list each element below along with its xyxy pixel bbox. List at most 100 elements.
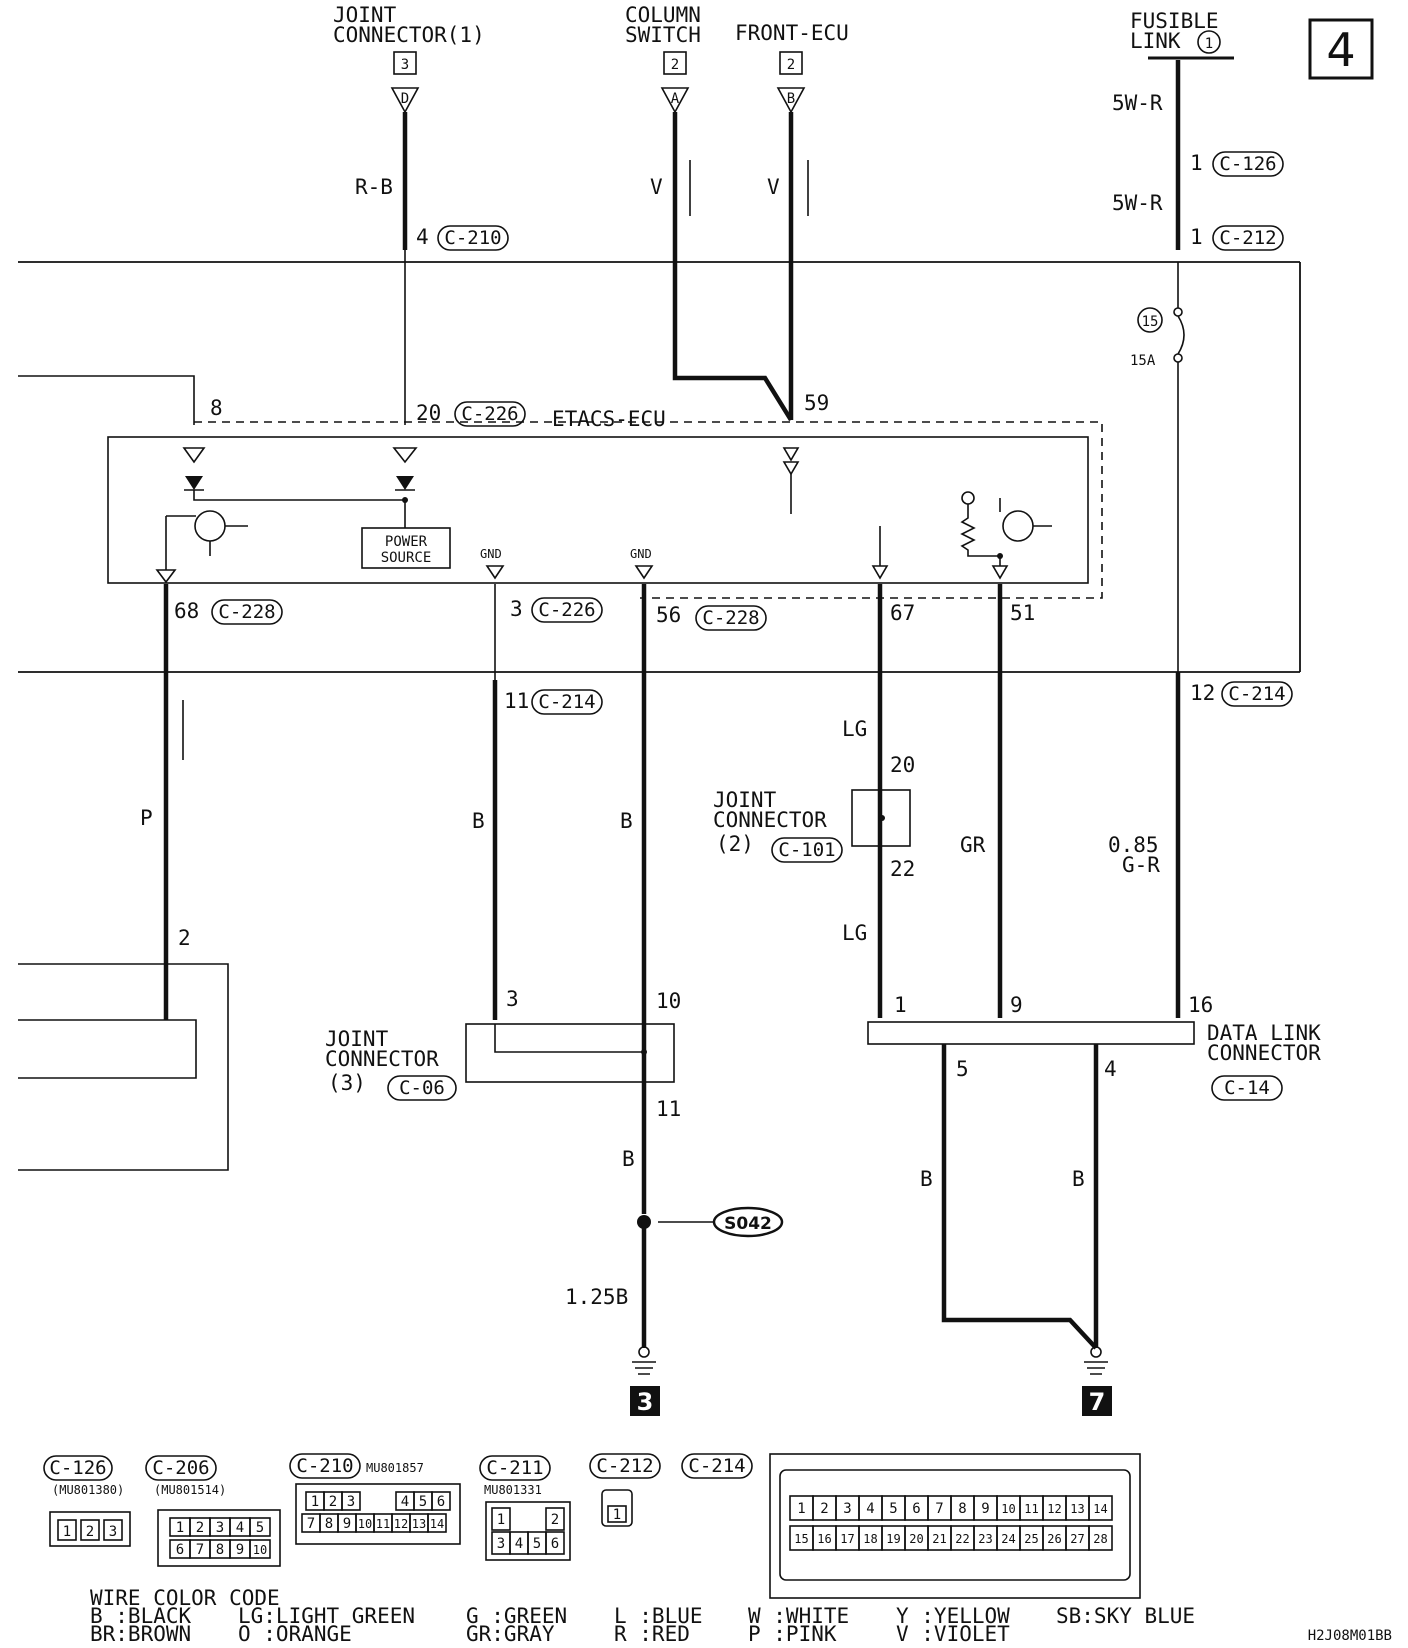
wire-color-code: WIRE COLOR CODE B :BLACK BR:BROWN LG:LIG… xyxy=(90,1586,1195,1646)
joint-connector-3-label-2: CONNECTOR xyxy=(325,1047,439,1071)
connector-c211-part: MU801331 xyxy=(484,1483,542,1497)
ref-c228-b: C-228 xyxy=(702,607,759,629)
connector-c206-label-box xyxy=(145,1455,217,1481)
connector-c214-pin-26: 26 xyxy=(1047,1532,1061,1546)
wire-color-l: L :BLUE xyxy=(614,1604,703,1628)
wire-label-gr: GR xyxy=(960,833,986,857)
pin-11-a: 11 xyxy=(504,689,529,713)
connector-c210-pin-4: 4 xyxy=(401,1494,409,1510)
ref-c126-box xyxy=(1212,151,1284,177)
wire-color-g: G :GREEN xyxy=(466,1604,567,1628)
joint-connector-2-label-2: CONNECTOR xyxy=(713,808,827,832)
wire-label-p: P xyxy=(140,806,153,830)
connector-c214-pin-1: 1 xyxy=(797,1501,805,1517)
pin-4: 4 xyxy=(416,225,429,249)
ecu-out-arrow-68 xyxy=(155,569,177,584)
ecu-arrow-59-b xyxy=(782,461,800,476)
fuse-rating: 15A xyxy=(1130,353,1156,369)
connector-c206-pin-10: 10 xyxy=(253,1543,267,1557)
connector-c210-cell-3 xyxy=(341,1491,361,1511)
connector-c212-body xyxy=(601,1489,633,1527)
joint-connector-1-label-1: JOINT xyxy=(333,3,397,27)
joint-connector-2-box xyxy=(851,789,911,847)
connector-c212-label: C-212 xyxy=(596,1455,653,1477)
ref-c212: C-212 xyxy=(1219,227,1276,249)
ground-7-label: 7 xyxy=(1089,1388,1106,1416)
pin-11-b: 11 xyxy=(656,1097,681,1121)
joint-connector-3-label-3: (3) xyxy=(328,1071,366,1095)
pin-20: 20 xyxy=(416,401,441,425)
connector-c214-pin-18: 18 xyxy=(863,1532,877,1546)
connector-c210-pin-6: 6 xyxy=(437,1494,445,1510)
connector-c211-cell-1 xyxy=(491,1507,511,1531)
connector-c214-pin-6: 6 xyxy=(912,1501,920,1517)
joint-connector-3-node xyxy=(641,1049,647,1055)
ground-7-node xyxy=(1090,1346,1102,1358)
joint-connector-1-box-num: 3 xyxy=(401,57,409,73)
connector-c206-pin-4: 4 xyxy=(236,1520,244,1536)
wire-color-br: BR:BROWN xyxy=(90,1622,191,1646)
ground-3-label: 3 xyxy=(637,1388,654,1416)
connector-c210-body xyxy=(295,1483,461,1545)
wire-b-dlc-5 xyxy=(941,1044,1098,1350)
wire-pin-8 xyxy=(18,375,195,425)
data-link-connector-label-2: CONNECTOR xyxy=(1207,1041,1321,1065)
ref-c228-b-box xyxy=(695,605,767,631)
connector-c211-label: C-211 xyxy=(486,1457,543,1479)
connector-c206-pin-3: 3 xyxy=(216,1520,224,1536)
pin-68: 68 xyxy=(174,599,199,623)
connector-c211-pin-1: 1 xyxy=(497,1512,505,1528)
connector-c210-pin-13: 13 xyxy=(412,1517,426,1531)
ref-c228-a: C-228 xyxy=(218,601,275,623)
fusible-link-num-circle xyxy=(1197,30,1221,54)
pin-12: 12 xyxy=(1190,681,1215,705)
connector-c214-pin-15: 15 xyxy=(794,1532,808,1546)
joint-connector-1-box xyxy=(393,51,417,75)
ref-c214-b: C-214 xyxy=(1228,683,1285,705)
ref-c101-box xyxy=(771,837,843,863)
connector-c206-pin-5: 5 xyxy=(256,1520,264,1536)
connector-c214-label-box xyxy=(681,1453,753,1479)
connector-c210-pin-14: 14 xyxy=(430,1517,444,1531)
connector-c210-part: MU801857 xyxy=(366,1461,424,1475)
connector-c206-pin-2: 2 xyxy=(196,1520,204,1536)
joint-connector-2-node xyxy=(879,815,885,821)
wire-label-b-3: B xyxy=(622,1147,635,1171)
connector-c211-cell-2 xyxy=(545,1507,565,1531)
wire-color-gr: GR:GRAY xyxy=(466,1622,555,1646)
connector-view-c212: C-212 1 xyxy=(589,1453,661,1527)
joint-connector-1-label-2: CONNECTOR(1) xyxy=(333,23,485,47)
connector-c210-label: C-210 xyxy=(296,1455,353,1477)
wire-label-g-r: G-R xyxy=(1122,853,1160,877)
ecu-dashed-outline xyxy=(194,421,1103,599)
ref-c226-b: C-226 xyxy=(538,599,595,621)
diode-2 xyxy=(396,476,414,490)
diode-join-line xyxy=(193,490,406,528)
splice-s042: S042 xyxy=(724,1214,772,1234)
wire-color-w: W :WHITE xyxy=(748,1604,849,1628)
ref-c14: C-14 xyxy=(1224,1077,1270,1099)
ref-c126: C-126 xyxy=(1219,153,1276,175)
wire-label-b-4: B xyxy=(920,1167,933,1191)
fuse-symbol xyxy=(1177,315,1185,355)
connector-view-c210: C-210 MU801857 1 2 3 4 5 6 7 8 9 10 11 1… xyxy=(289,1453,461,1545)
connector-c210-pin-9: 9 xyxy=(343,1516,351,1532)
column-switch-label-1: COLUMN xyxy=(625,3,701,27)
connector-c210-pin-2: 2 xyxy=(329,1494,337,1510)
wire-label-lg-2: LG xyxy=(842,921,867,945)
connector-c212-label-box xyxy=(589,1453,661,1479)
front-ecu-box xyxy=(779,51,803,75)
column-switch-box xyxy=(663,51,687,75)
joint-connector-2-label-1: JOINT xyxy=(713,788,777,812)
connector-c214-pin-20: 20 xyxy=(909,1532,923,1546)
gnd-label-1: GND xyxy=(480,547,502,561)
ground-3-symbol xyxy=(632,1361,656,1375)
ref-c212-box xyxy=(1212,225,1284,251)
ref-c06-box xyxy=(387,1075,457,1101)
power-source-text-1: POWER xyxy=(385,534,428,550)
wire-color-code-title: WIRE COLOR CODE xyxy=(90,1586,280,1610)
wire-label-b-2: B xyxy=(620,809,633,833)
connector-c206-label: C-206 xyxy=(152,1457,209,1479)
